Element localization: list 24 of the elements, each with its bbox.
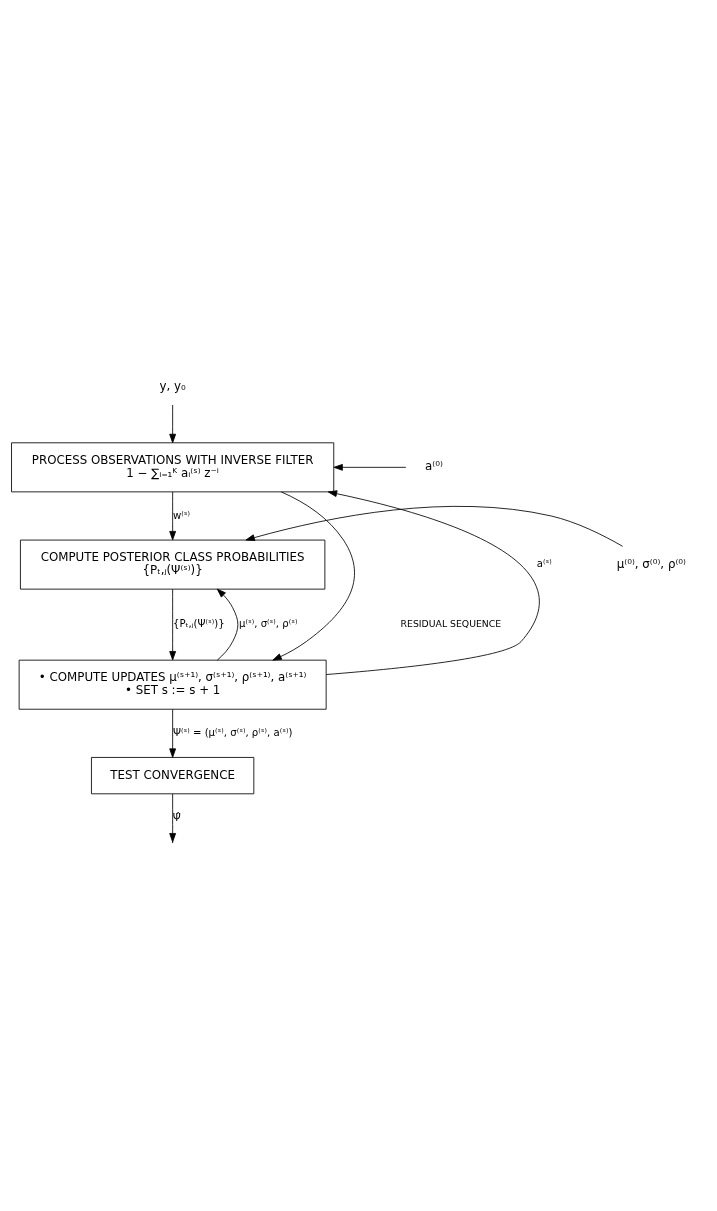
node-text: μ⁽⁰⁾, σ⁽⁰⁾, ρ⁽⁰⁾ [616, 556, 686, 571]
arrow [169, 491, 177, 541]
node-text: y, y₀ [159, 378, 186, 393]
arrow [169, 793, 177, 843]
node-box: • COMPUTE UPDATES μ⁽ˢ⁺¹⁾, σ⁽ˢ⁺¹⁾, ρ⁽ˢ⁺¹⁾, a⁽ˢ⁺¹⁾ • SET s := s + 1 [18, 659, 327, 710]
edge-label: w⁽ˢ⁾ [173, 509, 191, 521]
arrow [169, 709, 177, 758]
arrow [169, 404, 177, 444]
arrow [245, 506, 624, 547]
edge-label: Ψ̂ [172, 811, 181, 823]
arrow [272, 491, 355, 661]
edge-label: a⁽ˢ⁾ [536, 558, 552, 570]
node-text: a⁽⁰⁾ [425, 459, 443, 474]
node-box: COMPUTE POSTERIOR CLASS PROBABILITIES {Pₜ,ⱼ(Ψ⁽ˢ⁾)} [20, 539, 326, 590]
arrow [169, 589, 177, 661]
node-box: PROCESS OBSERVATIONS WITH INVERSE FILTER 1 − ∑ᵢ₌₁ᴷ aᵢ⁽ˢ⁾ z⁻ⁱ [11, 442, 335, 493]
arrow [333, 463, 407, 471]
edge-label: {Pₜ,ⱼ(Ψ⁽ˢ⁾)} [173, 618, 225, 630]
node-box: TEST CONVERGENCE [91, 757, 255, 795]
arrow [216, 588, 239, 661]
edge-label: μ⁽ˢ⁾, σ⁽ˢ⁾, ρ⁽ˢ⁾ [239, 618, 298, 630]
arrow [325, 490, 540, 675]
label: RESIDUAL SEQUENCE [400, 618, 502, 630]
edge-label: Ψ⁽ˢ⁾ = (μ⁽ˢ⁾, σ⁽ˢ⁾, ρ⁽ˢ⁾, a⁽ˢ⁾) [173, 726, 293, 738]
